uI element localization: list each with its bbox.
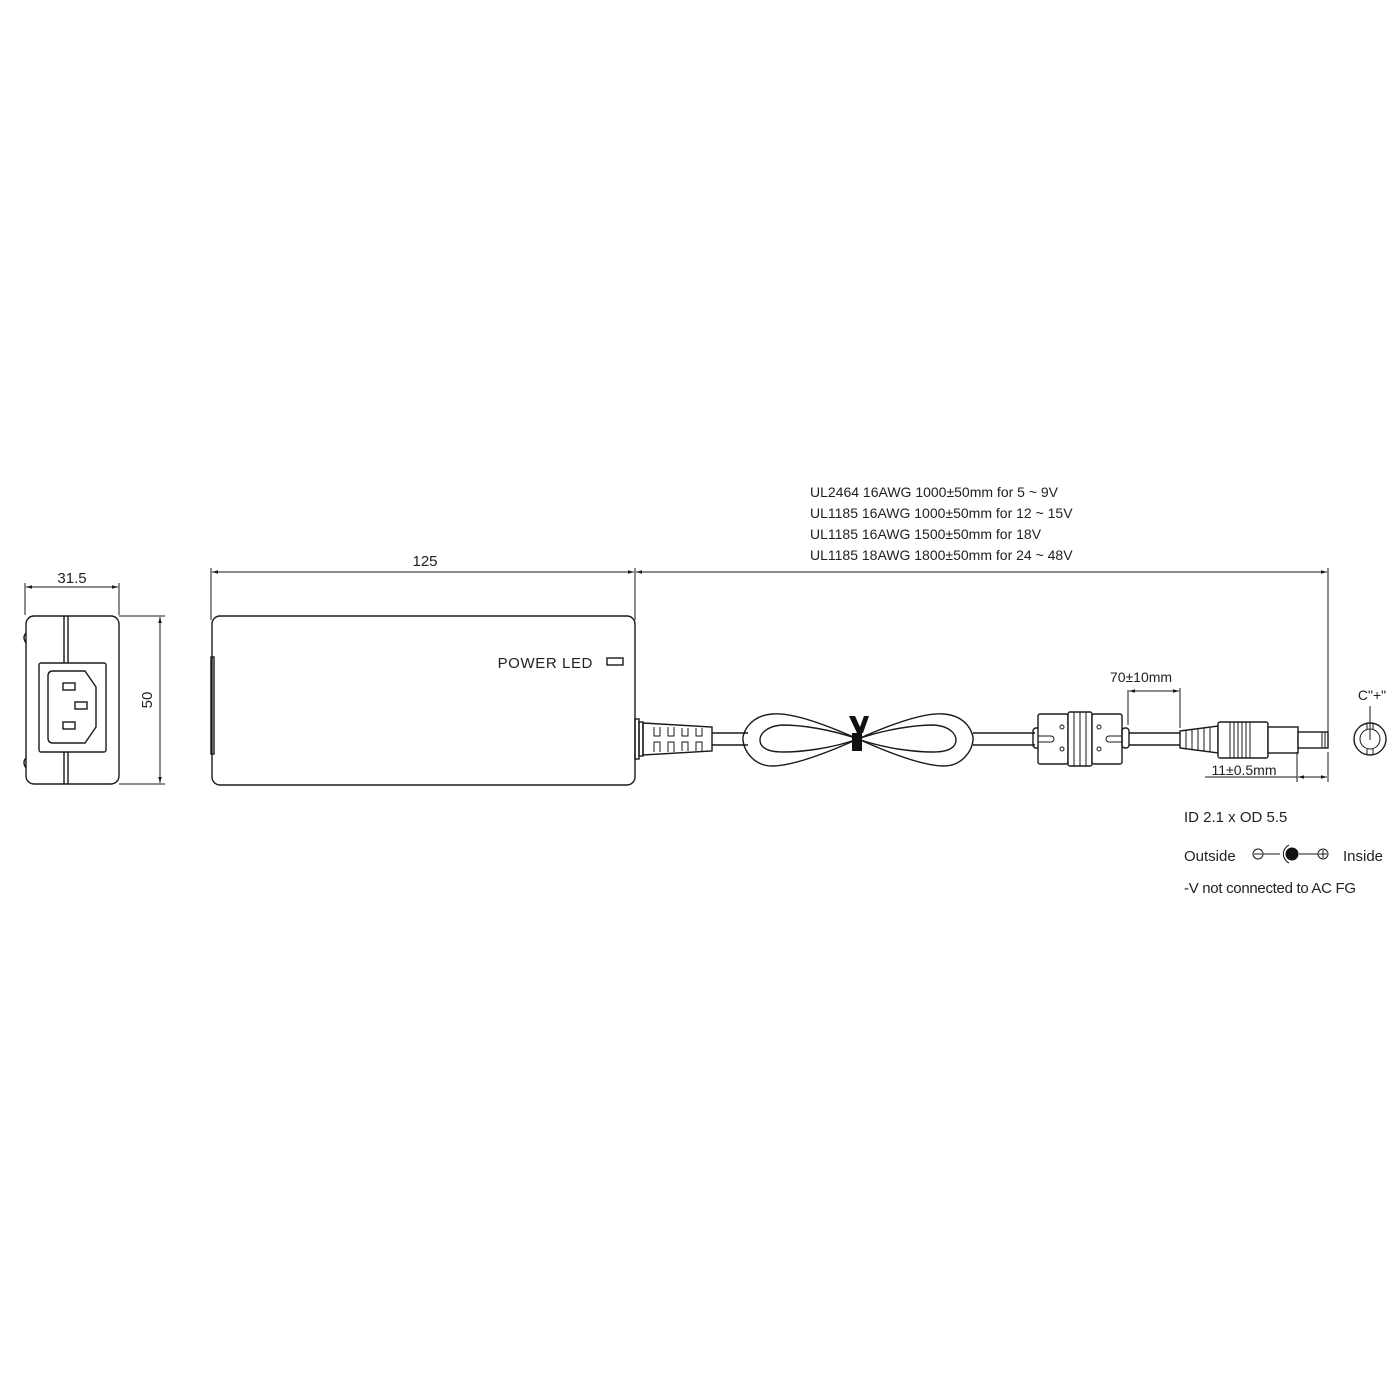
power-led-icon [606, 657, 624, 666]
power-led-label: POWER LED [498, 655, 593, 672]
cable-spec-item: UL1185 16AWG 1500±50mm for 18V [810, 526, 1042, 542]
plug-dimension-label: 11±0.5mm [1211, 762, 1276, 778]
polarity-note: -V not connected to AC FG [1184, 880, 1356, 897]
cable-assembly: 70±10mm 11±0.5mm [634, 568, 1329, 782]
cable-spec-item: UL1185 18AWG 1800±50mm for 24 ~ 48V [810, 547, 1073, 563]
inlet-pin-live [62, 682, 76, 691]
polarity-symbol-icon [1252, 844, 1329, 864]
side-view: 31.5 50 [23, 570, 165, 785]
ferrite-core-icon [1032, 711, 1130, 767]
plug-size-label: ID 2.1 x OD 5.5 [1184, 809, 1287, 826]
plug-outer-circle-icon [1353, 722, 1387, 756]
length-dimension-label: 125 [412, 553, 437, 570]
body-side-feature [210, 656, 215, 755]
inlet-pin-neutral [62, 721, 76, 730]
dc-plug-icon [1179, 721, 1329, 759]
adapter-body-outline [211, 615, 636, 786]
ferrite-dimension-label: 70±10mm [1110, 669, 1172, 685]
center-pin-label: C"+" [1358, 687, 1386, 703]
inside-label: Inside [1343, 848, 1383, 865]
strain-relief [634, 718, 713, 760]
iec-c14-inlet-icon [38, 662, 107, 753]
inlet-pin-earth [74, 701, 88, 710]
cable-spec-list: UL2464 16AWG 1000±50mm for 5 ~ 9V UL1185… [810, 484, 1073, 563]
cable-spec-item: UL2464 16AWG 1000±50mm for 5 ~ 9V [810, 484, 1059, 500]
plug-inner-circle-icon [1359, 728, 1381, 750]
side-body-outline [25, 615, 120, 785]
outside-label: Outside [1184, 848, 1236, 865]
cable-coil-icon [742, 713, 974, 767]
width-dimension-label: 31.5 [57, 570, 86, 587]
height-dimension-label: 50 [139, 692, 156, 709]
cable-tie [852, 733, 862, 751]
polarity-info: ID 2.1 x OD 5.5 Outside Inside -V not co… [1184, 809, 1383, 897]
side-notch [23, 632, 27, 769]
cable-spec-item: UL1185 16AWG 1000±50mm for 12 ~ 15V [810, 505, 1073, 521]
plug-end-view: C"+" [1353, 687, 1387, 756]
plus-icon [1317, 848, 1329, 860]
top-view: 125 POWER LED [210, 553, 636, 786]
